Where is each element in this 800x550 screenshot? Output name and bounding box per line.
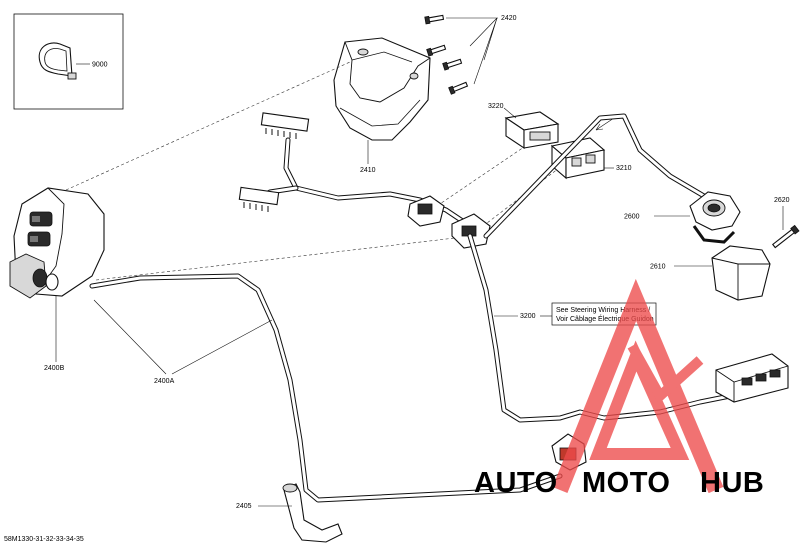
label-9000: 9000: [92, 62, 108, 69]
harness-connector-top: [260, 112, 310, 139]
screws-2420: [424, 14, 469, 95]
housing-2410: [333, 37, 431, 141]
label-3200: 3200: [520, 313, 536, 320]
watermark-auto: AUTO: [474, 467, 558, 499]
label-2410: 2410: [360, 167, 376, 174]
harness-upper: [238, 112, 491, 249]
harness-connector-mid: [407, 195, 491, 249]
label-2610: 2610: [650, 264, 666, 271]
harness-connector-left: [238, 186, 280, 212]
tube-2405: [282, 483, 343, 543]
footer-code: 58M1330-31-32-33-34-35: [4, 536, 84, 543]
label-3220: 3220: [488, 103, 504, 110]
label-2405: 2405: [236, 503, 252, 510]
label-2400A: 2400A: [154, 378, 175, 385]
control-2400B: [9, 187, 105, 299]
switch-2600: [689, 191, 741, 244]
screw-2620: [771, 224, 800, 249]
label-2420: 2420: [501, 15, 517, 22]
label-2400B: 2400B: [44, 365, 65, 372]
clip-9000: [38, 42, 77, 80]
module-box: [715, 353, 789, 403]
label-3210: 3210: [616, 165, 632, 172]
harness-2400A: [89, 273, 563, 503]
cover-2610: [711, 245, 771, 301]
watermark-triangle-outer: [552, 278, 724, 494]
watermark-moto: MOTO: [582, 467, 670, 499]
label-2620: 2620: [774, 197, 790, 204]
inset-frame: [13, 13, 124, 110]
watermark-triangle-mark: [627, 343, 704, 404]
connector-3220: [504, 111, 560, 150]
watermark-hub: HUB: [700, 467, 764, 499]
note-line2: Voir Câblage Électrique Guidon: [556, 314, 654, 323]
label-2600: 2600: [624, 214, 640, 221]
note-line1: See Steering Wiring Harness /: [556, 307, 650, 314]
watermark-logo: [552, 278, 724, 494]
watermark-triangle-inner: [589, 340, 690, 460]
